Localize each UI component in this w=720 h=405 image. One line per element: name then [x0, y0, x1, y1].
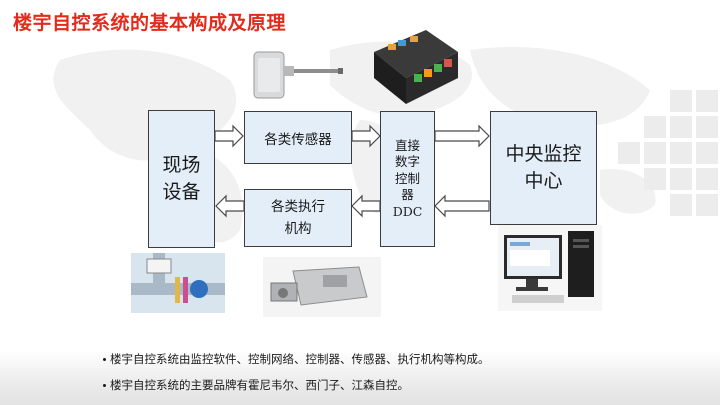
bullet	[103, 384, 106, 387]
damper-actuator-image	[263, 257, 381, 317]
computer-workstation-image	[498, 225, 602, 311]
duct-sensor-image	[253, 51, 343, 99]
bottom-band	[0, 350, 720, 405]
sensors-box: 各类传感器	[244, 111, 352, 164]
note-line-1: 楼宇自控系统由监控软件、控制网络、控制器、传感器、执行机构等构成。	[110, 352, 490, 366]
note-line-2: 楼宇自控系统的主要品牌有霍尼韦尔、西门子、江森自控。	[110, 378, 409, 392]
bullet	[103, 358, 106, 361]
decorative-squares	[618, 90, 718, 216]
actuators-box: 各类执行 机构	[244, 189, 352, 247]
page-title: 楼宇自控系统的基本构成及原理	[13, 12, 287, 34]
central-monitoring-box: 中央监控 中心	[490, 111, 597, 225]
ddc-controller-image	[374, 30, 458, 104]
field-equipment-box: 现场 设备	[148, 110, 215, 248]
ddc-box: 直接 数字 控制 器 DDC	[380, 111, 435, 247]
pipe-valve-image	[131, 253, 225, 313]
